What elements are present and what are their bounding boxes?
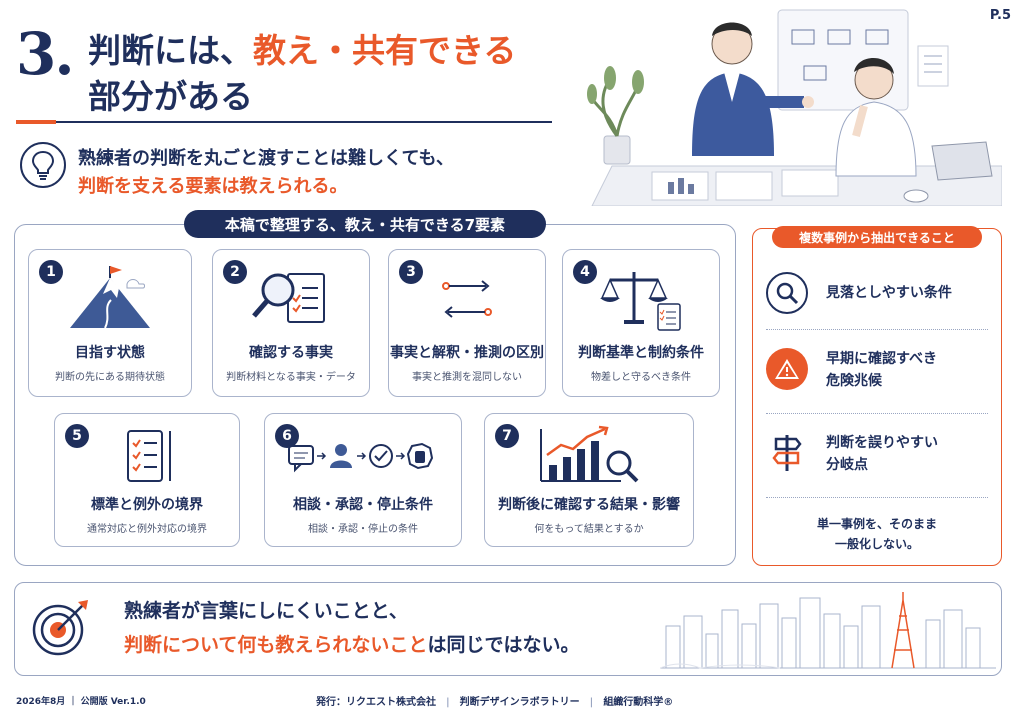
element-card-5: 5 標準と例外の境界 通常対応と例外対応の境界 [54,413,240,547]
mountain-flag-icon [29,262,191,336]
page-number: P.5 [989,8,1011,23]
card-number: 1 [39,260,63,284]
side-item-warning-signs: 早期に確認すべき 危険兆候 [766,340,990,400]
card-number: 6 [275,424,299,448]
side-item-line-1: 見落としやすい条件 [826,285,952,301]
side-item-text: 早期に確認すべき 危険兆候 [826,348,937,392]
side-item-text: 判断を誤りやすい 分岐点 [826,432,938,476]
card-number: 3 [399,260,423,284]
warning-icon [766,348,808,390]
scales-icon [563,262,719,336]
arrows-icon [389,262,545,336]
card-subtitle: 判断の先にある期待状態 [55,372,165,383]
page-title: 3. 判断には、教え・共有できる 部分がある [16,14,576,116]
element-card-4: 4 判断基準と制約条件 物差しと守るべき条件 [562,249,720,397]
element-card-6: 6 相談・承認・停止条件 相談・承認・停止の条件 [264,413,462,547]
magnifier-checklist-icon [213,262,369,336]
conclusion-panel [14,582,1002,676]
conclusion-tail: は同じではない。 [427,634,580,656]
card-subtitle: 何をもって結果とするか [534,524,644,535]
title-number-digit: 3 [16,20,56,88]
side-divider [766,413,988,414]
cross-case-panel-badge: 複数事例から抽出できること [772,226,982,248]
card-title: 標準と例外の境界 [91,497,203,513]
elements-panel-badge: 本稿で整理する、教え・共有できる7要素 [184,210,546,238]
card-number: 7 [495,424,519,448]
card-number: 5 [65,424,89,448]
side-item-text: 見落としやすい条件 [826,282,952,304]
card-title: 目指す状態 [75,345,145,361]
checklist-icon [55,424,239,490]
lead-line-1: 熟練者の判断を丸ごと渡すことは難しくても、 [78,148,455,169]
element-card-3: 3 事実と解釈・推測の区別 事実と推測を混同しない [388,249,546,397]
card-subtitle: 相談・承認・停止の条件 [308,524,418,535]
lead-section: 熟練者の判断を丸ごと渡すことは難しくても、 判断を支える要素は教えられる。 [20,138,540,198]
side-note-line-1: 単一事例を、そのまま [816,517,937,531]
title-line1-orange: 教え・共有できる [253,31,517,70]
side-item-line-2: 危険兆候 [826,373,882,389]
card-subtitle: 物差しと守るべき条件 [591,372,691,383]
target-icon [30,596,94,660]
search-icon [766,272,808,314]
signpost-icon [766,432,808,474]
side-divider [766,329,988,330]
conclusion-line-2: 判断について何も教えられないことは同じではない。 [124,630,579,657]
footer-science-name: 組織行動科学® [603,697,674,708]
footer-lab-name: 判断デザインラボラトリー [459,697,580,708]
title-line1-navy: 判断には、 [88,31,253,70]
title-line-1: 判断には、教え・共有できる [88,24,516,72]
title-divider [16,121,552,123]
side-item-line-2: 分岐点 [826,457,868,473]
card-subtitle: 判断材料となる事実・データ [226,372,356,383]
side-item-line-1: 早期に確認すべき [826,351,938,367]
conclusion-emphasis: 判断について何も教えられないこと [124,634,428,656]
card-subtitle: 通常対応と例外対応の境界 [87,524,207,535]
conclusion-line-1: 熟練者が言葉にしにくいことと、 [124,600,408,622]
side-note: 単一事例を、そのまま 一般化しない。 [766,514,988,554]
side-item-line-1: 判断を誤りやすい [826,435,938,451]
element-card-7: 7 判断後に確認する結果・影響 何をもって結果とするか [484,413,694,547]
card-number: 2 [223,260,247,284]
meeting-illustration [582,6,1003,207]
card-title: 事実と解釈・推測の区別 [390,345,544,361]
side-divider [766,497,988,498]
side-item-branch-points: 判断を誤りやすい 分岐点 [766,424,990,484]
footer-publisher: 発行：リクエスト株式会社|判断デザインラボラトリー|組織行動科学® [316,697,674,708]
side-note-line-2: 一般化しない。 [834,537,919,551]
title-number: 3. [16,20,75,88]
card-subtitle: 事実と推測を混同しない [412,372,522,383]
lightbulb-icon [20,142,66,188]
element-card-2: 2 確認する事実 判断材料となる事実・データ [212,249,370,397]
footer-date-version: 2026年8月 ｜ 公開版 Ver.1.0 [16,697,146,707]
card-number: 4 [573,260,597,284]
lead-line-2: 判断を支える要素は教えられる。 [78,176,348,197]
side-item-overlooked-conditions: 見落としやすい条件 [766,264,990,324]
footer-publisher-name: 発行：リクエスト株式会社 [316,697,436,708]
city-skyline-illustration [659,590,996,670]
element-card-1: 1 目指す状態 判断の先にある期待状態 [28,249,192,397]
title-divider-accent [16,120,56,124]
chart-magnifier-icon [485,424,693,490]
card-title: 確認する事実 [249,345,333,361]
flow-icon [265,426,461,488]
title-line-2: 部分がある [88,77,253,116]
card-title: 相談・承認・停止条件 [293,497,433,513]
card-title: 判断基準と制約条件 [578,345,704,361]
card-title: 判断後に確認する結果・影響 [498,497,680,513]
